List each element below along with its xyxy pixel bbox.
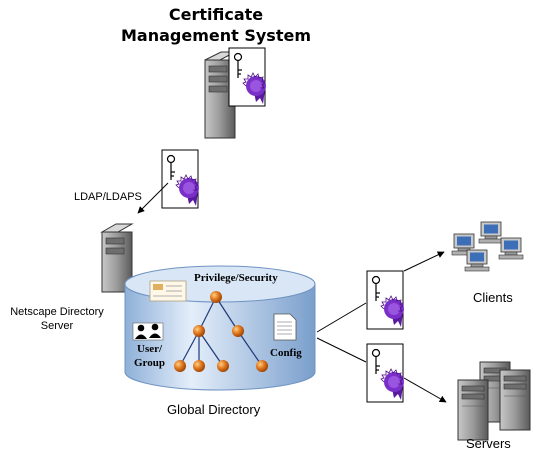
connector-to-server-cert	[316, 337, 367, 363]
user-group-icon	[132, 322, 164, 341]
directory-server-label-line-1: Netscape Directory	[10, 306, 104, 318]
server-certificate-icon	[366, 343, 405, 403]
connector-to-client-cert	[316, 302, 367, 333]
directory-server-label-line-2: Server	[40, 320, 74, 332]
user-group-label-line-1: User/	[137, 343, 163, 355]
cms-certificate-icon	[228, 47, 267, 107]
config-label: Config	[270, 347, 302, 359]
servers-arrow	[403, 377, 447, 403]
clients-icon	[451, 221, 524, 272]
clients-arrow	[403, 251, 445, 272]
privilege-card-icon	[149, 280, 187, 302]
servers-label: Servers	[466, 436, 511, 451]
title-line-2: Management System	[121, 26, 311, 45]
user-group-label-line-2: Group	[134, 357, 165, 369]
servers-icon	[457, 361, 531, 441]
global-directory-cylinder	[124, 265, 316, 391]
tree-nodes	[174, 291, 268, 372]
privilege-security-label: Privilege/Security	[194, 272, 278, 284]
ldap-arrow	[137, 182, 169, 214]
config-document-icon	[273, 313, 297, 341]
title-line-1: Certificate	[168, 5, 264, 24]
ldap-label: LDAP/LDAPS	[74, 191, 142, 203]
transit-certificate-icon	[161, 149, 200, 209]
client-certificate-icon	[366, 270, 405, 330]
global-directory-label: Global Directory	[167, 402, 261, 417]
clients-label: Clients	[473, 290, 513, 305]
